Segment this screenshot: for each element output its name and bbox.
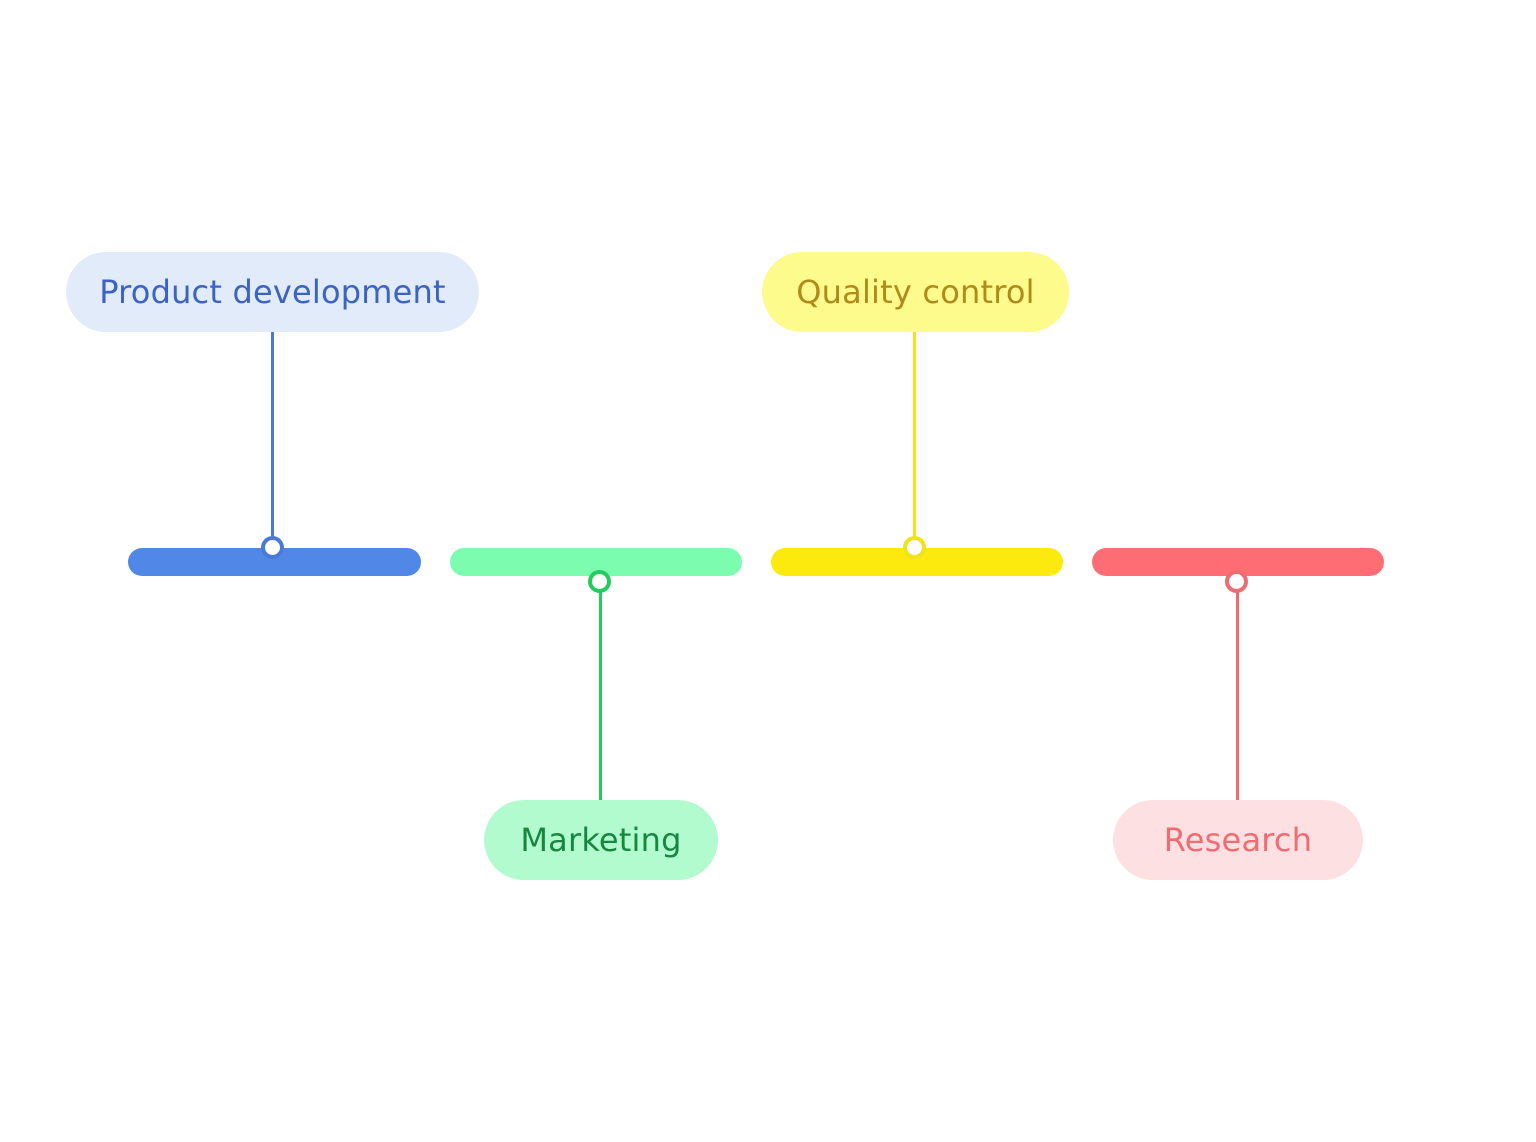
label-pill-product-development: Product development — [66, 252, 479, 332]
connector-node-product-development — [261, 536, 284, 559]
connector-node-research — [1225, 570, 1248, 593]
label-text-marketing: Marketing — [520, 821, 682, 859]
label-text-product-development: Product development — [99, 273, 446, 311]
label-pill-marketing: Marketing — [484, 800, 718, 880]
connector-node-marketing — [588, 570, 611, 593]
connector-line-marketing — [599, 590, 602, 802]
label-pill-quality-control: Quality control — [762, 252, 1069, 332]
connector-node-quality-control — [903, 536, 926, 559]
connector-line-quality-control — [913, 330, 916, 540]
connector-line-research — [1236, 590, 1239, 802]
label-pill-research: Research — [1113, 800, 1363, 880]
label-text-quality-control: Quality control — [796, 273, 1035, 311]
connector-line-product-development — [271, 330, 274, 540]
label-text-research: Research — [1163, 821, 1313, 859]
